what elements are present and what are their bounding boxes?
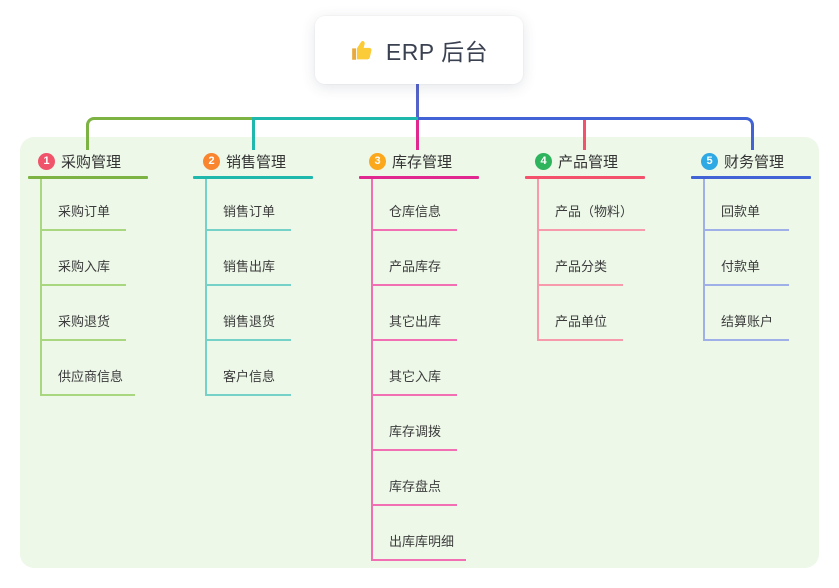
branch-tree-line [537, 179, 539, 341]
node-product-unit[interactable]: 产品单位 [537, 286, 623, 341]
node-product-category[interactable]: 产品分类 [537, 231, 623, 286]
branch-connector-finance [418, 117, 754, 150]
branch-underline [691, 176, 811, 179]
branch-procurement: 1 采购管理 采购订单 采购入库 采购退货 供应商信息 [28, 149, 158, 396]
root-connector-line [416, 84, 419, 119]
thumbs-up-icon [350, 37, 376, 63]
root-node-label: ERP 后台 [385, 39, 489, 65]
node-warehouse-info[interactable]: 仓库信息 [371, 179, 457, 231]
branch-tree-line [205, 179, 207, 396]
branch-title-label: 销售管理 [226, 153, 287, 171]
branch-tree-line [371, 179, 373, 561]
branch-items: 回款单 付款单 结算账户 [703, 179, 821, 341]
branches-panel [20, 137, 819, 568]
node-receipt-bill[interactable]: 回款单 [703, 179, 789, 231]
branch-number-badge: 1 [38, 152, 55, 170]
node-sales-return[interactable]: 销售退货 [205, 286, 291, 341]
node-sales-order[interactable]: 销售订单 [205, 179, 291, 231]
node-product-material[interactable]: 产品（物料） [537, 179, 646, 231]
root-node-erp[interactable]: ERP 后台 [315, 16, 523, 84]
node-purchase-order[interactable]: 采购订单 [40, 179, 126, 231]
branch-connector-procurement [86, 117, 252, 150]
node-customer-info[interactable]: 客户信息 [205, 341, 291, 396]
branch-title-sales[interactable]: 2 销售管理 [193, 149, 323, 173]
branch-tree-line [703, 179, 705, 341]
branch-tree-line [40, 179, 42, 396]
node-purchase-inbound[interactable]: 采购入库 [40, 231, 126, 286]
branch-underline [28, 176, 148, 179]
branch-finance: 5 财务管理 回款单 付款单 结算账户 [691, 149, 821, 341]
node-stock-taking[interactable]: 库存盘点 [371, 451, 457, 506]
branch-title-label: 产品管理 [558, 153, 619, 171]
branch-product: 4 产品管理 产品（物料） 产品分类 产品单位 [525, 149, 655, 341]
branch-underline [193, 176, 313, 179]
branch-number-badge: 2 [203, 152, 220, 170]
node-purchase-return[interactable]: 采购退货 [40, 286, 126, 341]
branch-connector-sales [252, 117, 418, 150]
branch-inventory: 3 库存管理 仓库信息 产品库存 其它出库 其它入库 库存调拨 库存盘点 出库库… [359, 149, 489, 561]
node-payment-bill[interactable]: 付款单 [703, 231, 789, 286]
branch-items: 仓库信息 产品库存 其它出库 其它入库 库存调拨 库存盘点 出库库明细 [371, 179, 489, 561]
branch-title-label: 采购管理 [61, 153, 122, 171]
branch-sales: 2 销售管理 销售订单 销售出库 销售退货 客户信息 [193, 149, 323, 396]
branch-connector-product [583, 118, 586, 150]
branch-title-product[interactable]: 4 产品管理 [525, 149, 655, 173]
branch-title-finance[interactable]: 5 财务管理 [691, 149, 821, 173]
node-sales-outbound[interactable]: 销售出库 [205, 231, 291, 286]
branch-items: 采购订单 采购入库 采购退货 供应商信息 [40, 179, 158, 396]
branch-title-label: 财务管理 [724, 153, 785, 171]
node-product-stock[interactable]: 产品库存 [371, 231, 457, 286]
branch-underline [525, 176, 645, 179]
node-other-inbound[interactable]: 其它入库 [371, 341, 457, 396]
node-stock-transfer[interactable]: 库存调拨 [371, 396, 457, 451]
node-outbound-detail[interactable]: 出库库明细 [371, 506, 467, 561]
branch-items: 销售订单 销售出库 销售退货 客户信息 [205, 179, 323, 396]
branch-number-badge: 5 [701, 152, 718, 170]
branch-title-procurement[interactable]: 1 采购管理 [28, 149, 158, 173]
branch-title-label: 库存管理 [392, 153, 453, 171]
node-other-outbound[interactable]: 其它出库 [371, 286, 457, 341]
node-supplier-info[interactable]: 供应商信息 [40, 341, 136, 396]
branch-underline [359, 176, 479, 179]
branch-title-inventory[interactable]: 3 库存管理 [359, 149, 489, 173]
branch-number-badge: 4 [535, 152, 552, 170]
branch-number-badge: 3 [369, 152, 386, 170]
branch-connector-inventory [416, 118, 419, 150]
node-settlement-account[interactable]: 结算账户 [703, 286, 789, 341]
branch-items: 产品（物料） 产品分类 产品单位 [537, 179, 655, 341]
